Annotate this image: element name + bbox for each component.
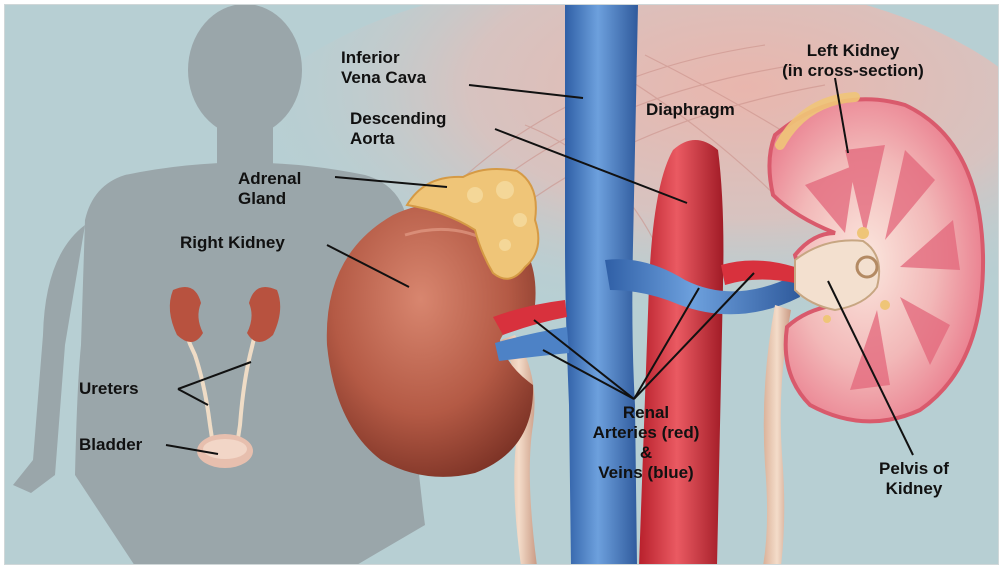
- label-line: Gland: [238, 189, 301, 209]
- label-right-kidney: Right Kidney: [180, 233, 285, 253]
- illustration-frame: Inferior Vena Cava Descending Aorta Diap…: [4, 4, 999, 565]
- label-ureters: Ureters: [79, 379, 139, 399]
- label-inferior-vena-cava: Inferior Vena Cava: [341, 48, 426, 88]
- label-left-kidney: Left Kidney (in cross-section): [753, 41, 953, 81]
- label-renal-vessels: Renal Arteries (red) & Veins (blue): [571, 403, 721, 483]
- label-pelvis-of-kidney: Pelvis of Kidney: [859, 459, 969, 499]
- label-line: Arteries (red): [571, 423, 721, 443]
- label-bladder: Bladder: [79, 435, 142, 455]
- anatomy-illustration: [5, 5, 999, 565]
- label-line: Renal: [571, 403, 721, 423]
- label-line: Adrenal: [238, 169, 301, 189]
- label-line: Pelvis of: [859, 459, 969, 479]
- label-diaphragm: Diaphragm: [646, 100, 735, 120]
- label-line: Kidney: [859, 479, 969, 499]
- label-adrenal-gland: Adrenal Gland: [238, 169, 301, 209]
- label-line: (in cross-section): [753, 61, 953, 81]
- label-line: Left Kidney: [753, 41, 953, 61]
- label-line: Aorta: [350, 129, 446, 149]
- label-descending-aorta: Descending Aorta: [350, 109, 446, 149]
- label-line: Vena Cava: [341, 68, 426, 88]
- label-line: Descending: [350, 109, 446, 129]
- label-line: Inferior: [341, 48, 426, 68]
- label-line: &: [571, 443, 721, 463]
- label-line: Veins (blue): [571, 463, 721, 483]
